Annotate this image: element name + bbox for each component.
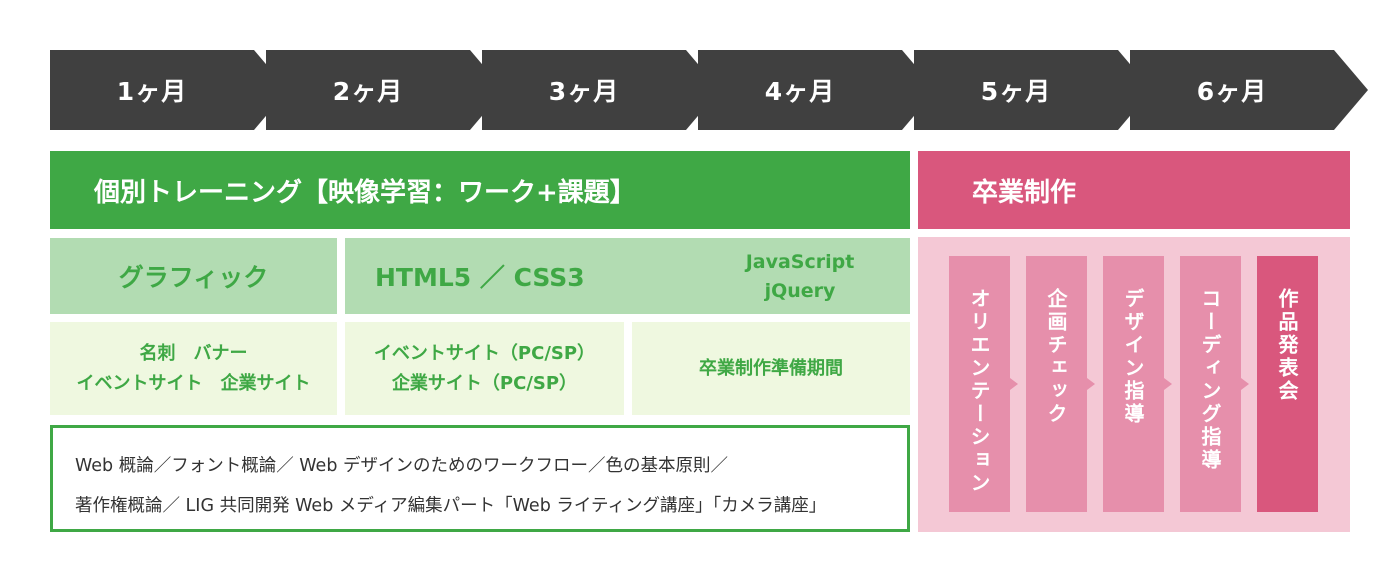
detail-graphic-line: 名刺 バナー: [139, 342, 248, 364]
subject-html-css-label: HTML5 ／ CSS3: [375, 263, 585, 292]
detail-prep-label: 卒業制作準備期間: [699, 357, 843, 379]
timeline-month-5: 5ヶ月: [914, 50, 1152, 130]
subject-graphic-label: グラフィック: [118, 263, 269, 292]
detail-sites-line: 企業サイト（PC/SP）: [391, 372, 578, 394]
graduation-banner: 卒業制作: [918, 151, 1350, 229]
step-arrow-icon: [1164, 378, 1172, 390]
topics-box: Web 概論／フォント概論／ Web デザインのためのワークフロー／色の基本原則…: [50, 425, 910, 532]
timeline-month-label: 4ヶ月: [764, 77, 836, 106]
subject-html-css: HTML5 ／ CSS3 JavaScript jQuery: [345, 238, 910, 314]
timeline-month-label: 5ヶ月: [980, 77, 1052, 106]
detail-graphic-line: イベントサイト 企業サイト: [76, 372, 311, 394]
timeline-month-2: 2ヶ月: [266, 50, 504, 130]
timeline-month-label: 3ヶ月: [548, 77, 620, 106]
timeline-month-label: 1ヶ月: [116, 77, 188, 106]
step-presentation: 作品発表会: [1257, 256, 1318, 512]
detail-sites-line: イベントサイト（PC/SP）: [373, 342, 596, 364]
timeline-month-4: 4ヶ月: [698, 50, 936, 130]
subject-jquery-label: jQuery: [764, 280, 836, 302]
subject-graphic: グラフィック: [50, 238, 337, 314]
step-coding-guidance: コーディング指導: [1180, 256, 1241, 512]
step-label: コーディング指導: [1198, 288, 1222, 472]
timeline-month-1: 1ヶ月: [50, 50, 288, 130]
timeline-month-3: 3ヶ月: [482, 50, 720, 130]
graduation-title: 卒業制作: [972, 177, 1077, 208]
detail-prep: 卒業制作準備期間: [632, 322, 910, 415]
subject-javascript: JavaScript jQuery: [705, 248, 895, 306]
step-label: オリエンテーション: [967, 288, 991, 495]
topics-line: Web 概論／フォント概論／ Web デザインのためのワークフロー／色の基本原則…: [75, 456, 728, 476]
detail-sites: イベントサイト（PC/SP） 企業サイト（PC/SP）: [345, 322, 624, 415]
timeline-month-label: 6ヶ月: [1196, 77, 1268, 106]
subject-javascript-label: JavaScript: [745, 251, 855, 273]
step-label: 企画チェック: [1044, 288, 1068, 426]
timeline-month-6: 6ヶ月: [1130, 50, 1368, 130]
step-planning-check: 企画チェック: [1026, 256, 1087, 512]
training-banner: 個別トレーニング【映像学習：ワーク+課題】: [50, 151, 910, 229]
step-design-guidance: デザイン指導: [1103, 256, 1164, 512]
timeline-month-label: 2ヶ月: [332, 77, 404, 106]
step-arrow-icon: [1241, 378, 1249, 390]
step-label: デザイン指導: [1121, 288, 1145, 426]
step-arrow-icon: [1010, 378, 1018, 390]
step-arrow-icon: [1087, 378, 1095, 390]
step-label: 作品発表会: [1275, 288, 1299, 403]
training-title: 個別トレーニング【映像学習：ワーク+課題】: [94, 177, 636, 208]
topics-line: 著作権概論／ LIG 共同開発 Web メディア編集パート「Web ライティング…: [75, 496, 827, 516]
step-orientation: オリエンテーション: [949, 256, 1010, 512]
detail-graphic: 名刺 バナー イベントサイト 企業サイト: [50, 322, 337, 415]
